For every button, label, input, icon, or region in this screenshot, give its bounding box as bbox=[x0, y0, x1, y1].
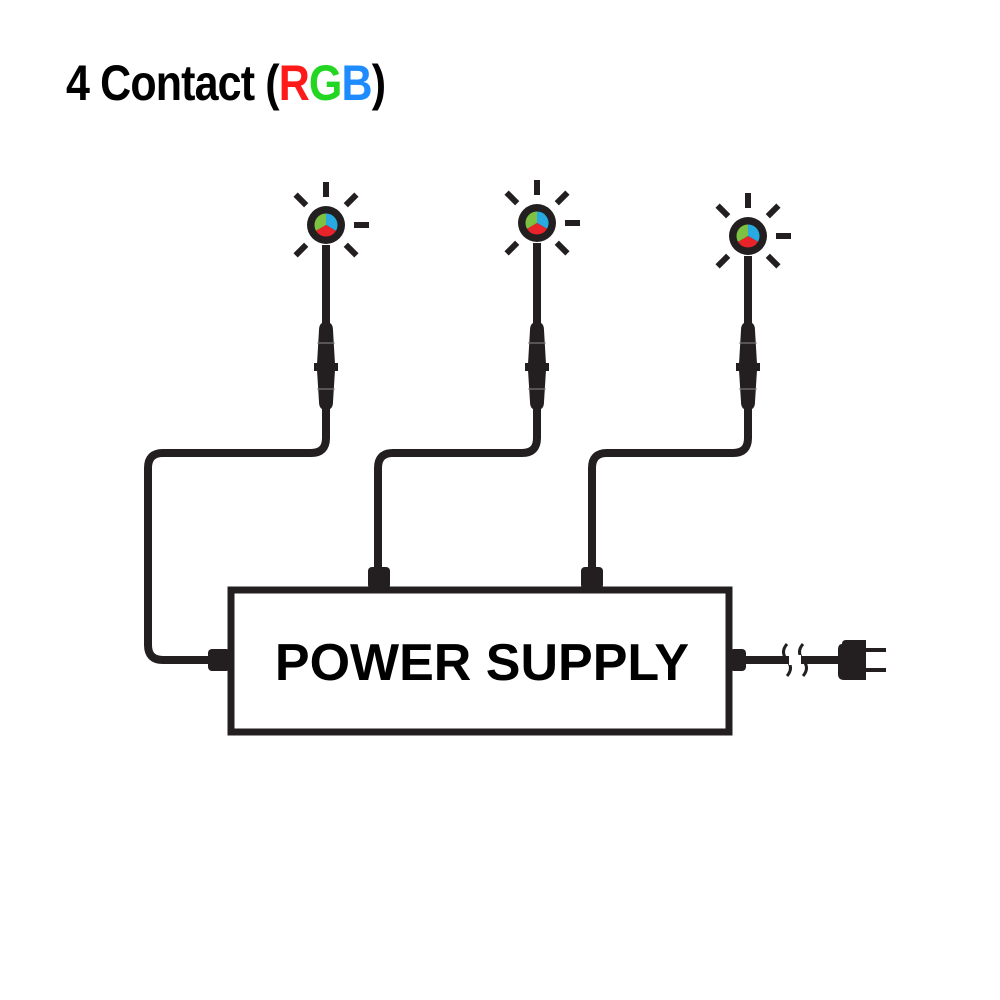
port-right bbox=[730, 649, 746, 671]
cable-light-3 bbox=[588, 408, 752, 572]
led-red-segment bbox=[527, 223, 547, 235]
inline-connector bbox=[736, 322, 760, 410]
light-ray bbox=[343, 242, 359, 258]
title-g: G bbox=[308, 55, 342, 111]
light-ray bbox=[504, 190, 520, 206]
led-red-segment bbox=[738, 236, 758, 248]
port-top-2 bbox=[581, 567, 603, 589]
port-left bbox=[208, 649, 230, 671]
led-blue-segment bbox=[537, 211, 549, 229]
light-ray bbox=[554, 240, 570, 256]
light-ray bbox=[765, 253, 781, 269]
power-supply-box bbox=[227, 586, 733, 736]
led-blue-segment bbox=[748, 224, 760, 242]
light-ray bbox=[715, 253, 731, 269]
inline-connector bbox=[314, 322, 338, 410]
cord-break-icon bbox=[782, 643, 808, 677]
light-ray bbox=[765, 203, 781, 219]
light-ray bbox=[554, 190, 570, 206]
cable-light-2 bbox=[374, 408, 541, 572]
title-prefix: 4 Contact ( bbox=[66, 55, 280, 111]
rgb-light-2 bbox=[504, 180, 580, 266]
led-green-segment bbox=[314, 213, 326, 231]
light-ray bbox=[293, 242, 309, 258]
rgb-light-3 bbox=[715, 193, 791, 279]
light-ray bbox=[504, 240, 520, 256]
light-ray bbox=[715, 203, 731, 219]
rgb-light-1 bbox=[293, 182, 369, 268]
diagram-title: 4 Contact (RGB) bbox=[66, 55, 386, 111]
power-supply-label: POWER SUPPLY bbox=[275, 634, 689, 692]
inline-connector bbox=[525, 322, 549, 410]
port-top-1 bbox=[368, 567, 390, 589]
title-suffix: ) bbox=[371, 55, 386, 111]
title-b: B bbox=[341, 55, 373, 111]
light-ray bbox=[343, 192, 359, 208]
led-green-segment bbox=[525, 211, 537, 229]
led-blue-segment bbox=[326, 213, 338, 231]
light-ray bbox=[293, 192, 309, 208]
title-r: R bbox=[278, 55, 310, 111]
plug-icon bbox=[838, 640, 886, 680]
cable-light-1 bbox=[144, 408, 330, 664]
led-green-segment bbox=[736, 224, 748, 242]
